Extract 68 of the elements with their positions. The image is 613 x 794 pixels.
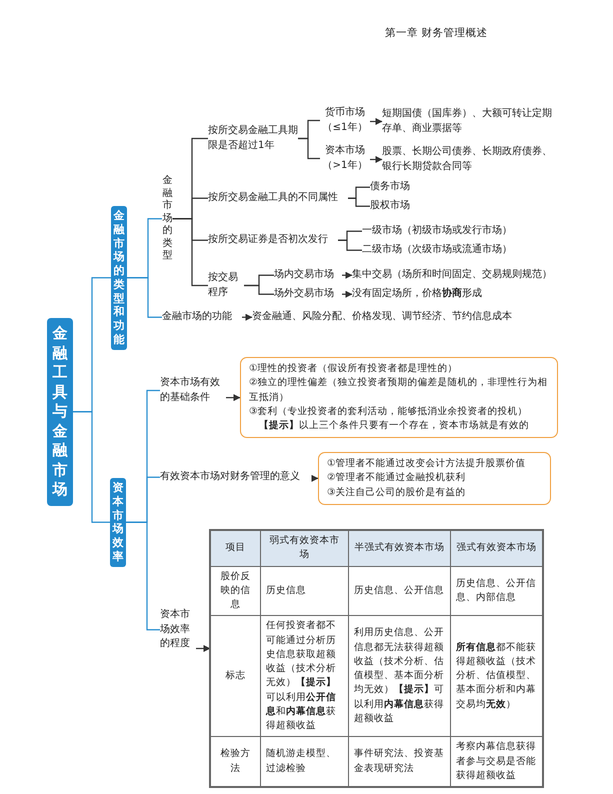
table-cell: 所有信息都不能获得超额收益（技术分析、估值模型、基本面分析和内幕交易均无效） (450, 616, 542, 737)
page-header: 第一章 财务管理概述 (385, 26, 488, 41)
connector-line (244, 284, 274, 295)
row-header: 标志 (210, 616, 260, 737)
note-text: ③套利（专业投资者的套利活动，能够抵消业余投资者的投机） (249, 404, 529, 419)
node-label: 没有固定场所，价格协商形成 (352, 287, 562, 302)
connector-line (72, 411, 110, 523)
connector-line (348, 198, 370, 207)
arrow (312, 474, 318, 482)
node-label: 金融市场的功能 (162, 310, 242, 324)
connector-line (338, 240, 362, 251)
node-label: 资本市场（>1年） (320, 144, 370, 173)
note-box (240, 357, 558, 438)
node-label: 集中交易（场所和时间固定、交易规则规范） (352, 268, 577, 282)
table-cell: 考察内幕信息获得者参与交易是否能获得超额收益 (450, 736, 542, 786)
node-label: 按所交易证券是否初次发行 (208, 233, 338, 248)
node-label: 资本市场效率的程度 (160, 608, 196, 652)
arrow (342, 290, 352, 298)
column-header: 强式有效资本市场 (450, 530, 542, 566)
node-label: 货币市场（≤1年） (320, 106, 370, 135)
note-text: ②独立的理性偏差（独立投资者预期的偏差是随机的，非理性行为相互抵消） (249, 376, 549, 404)
connector-line (126, 277, 162, 318)
table-cell: 事件研究法、投资基金表现研究法 (348, 736, 450, 786)
node-label: 按所交易金融工具的不同属性 (208, 191, 348, 206)
table-cell: 历史信息、公开信息、内部信息 (450, 566, 542, 616)
column-header: 项目 (210, 530, 260, 566)
arrow (342, 272, 352, 279)
branch-label: 金融市场的类型 (162, 175, 172, 262)
node-label: 按所交易金融工具期限是否超过1年 (208, 124, 298, 153)
node-label: 债务市场 (370, 180, 430, 194)
node-label: 有效资本市场对财务管理的意义 (160, 470, 312, 484)
node-label: 二级市场（次级市场或流通市场） (362, 243, 542, 258)
node-label: 股权市场 (370, 199, 430, 214)
node-label: 一级市场（初级市场或发行市场） (362, 224, 542, 238)
table-cell: 任何投资者都不可能通过分析历史信息获取超额收益（技术分析无效）【提示】可以利用公开信息和内幕信息获得超额收益 (260, 616, 348, 737)
column-header: 半强式有效资本市场 (348, 530, 450, 566)
note-box (318, 452, 551, 505)
arrow (370, 118, 382, 125)
comparison-table (210, 530, 543, 787)
table-cell: 利用历史信息、公开信息都无法获得超额收益（技术分析、估值模型、基本面分析均无效）【提示】可以利用内幕信息获得超额收益 (348, 616, 450, 737)
note-text: 【提示】以上三个条件只要有一个存在，资本市场就是有效的 (258, 419, 530, 433)
row-header: 股价反映的信息 (210, 566, 260, 616)
node-label: 场外交易市场 (274, 287, 342, 302)
node-label: 资本市场有效的基础条件 (160, 376, 226, 405)
node-label: 资金融通、风险分配、价格发现、调节经济、节约信息成本 (252, 310, 522, 324)
note-text: ①理性的投资者（假设所有投资者都是理性的） (249, 362, 459, 376)
branch-box: 金融市场的类型和功能 (111, 206, 127, 350)
row-header: 检验方法 (210, 736, 260, 786)
connector-line (126, 522, 160, 630)
arrow (226, 394, 240, 402)
arrow (196, 645, 210, 652)
connector-line (298, 138, 320, 160)
note-text: ①管理者不能通过改变会计方法提升股票价值 (327, 457, 527, 471)
column-header: 弱式有效资本市场 (260, 530, 348, 566)
connector-line (172, 218, 208, 286)
table-cell: 历史信息 (260, 566, 348, 616)
node-label: 场内交易市场 (274, 268, 342, 282)
node-label: 按交易程序 (208, 271, 244, 300)
branch-box: 资本市场效率 (110, 478, 126, 566)
note-text: ②管理者不能通过金融投机获利 (327, 471, 467, 486)
node-label: 短期国债（国库券）、大额可转让定期存单、商业票据等 (382, 107, 552, 136)
arrow (370, 156, 382, 163)
node-label: 股票、长期公司债券、长期政府债券、银行长期贷款合同等 (382, 145, 552, 174)
table-cell: 随机游走模型、过滤检验 (260, 736, 348, 786)
table-cell: 历史信息、公开信息 (348, 566, 450, 616)
topic-box: 金融工具与金融市场 (47, 318, 73, 506)
arrow (242, 314, 252, 321)
note-text: ③关注自己公司的股价是有益的 (327, 486, 467, 500)
